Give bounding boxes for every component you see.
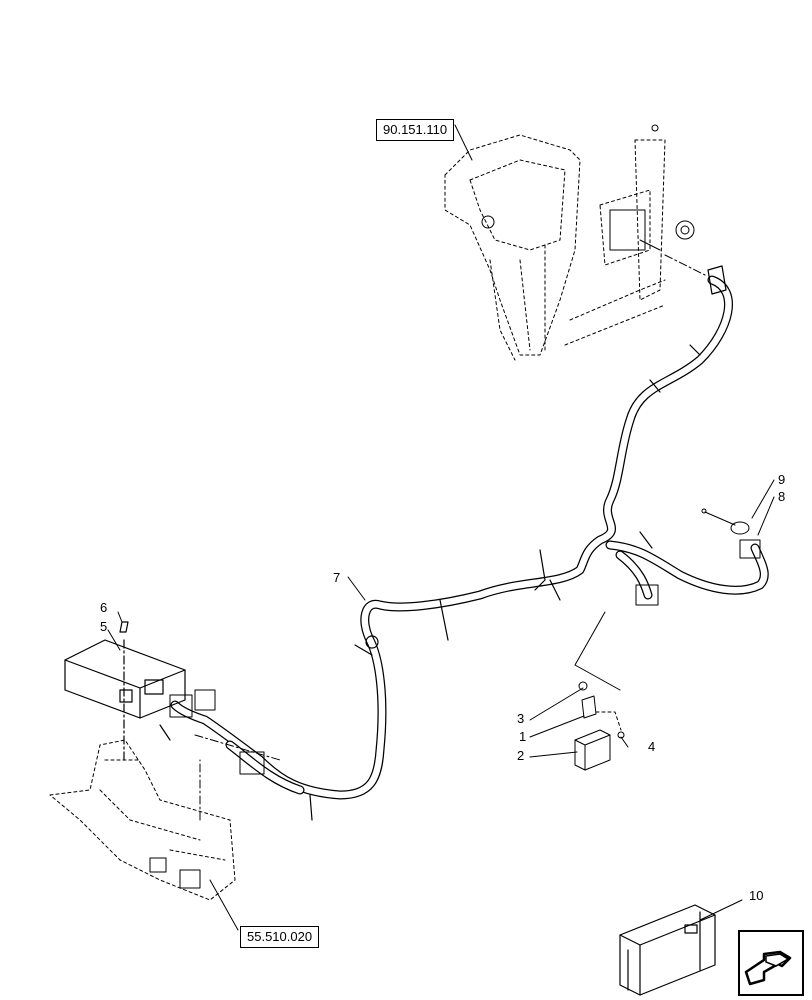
wiring-harness xyxy=(170,275,769,800)
relay-assembly xyxy=(574,611,625,771)
control-module xyxy=(64,621,186,761)
sensor-grommet xyxy=(701,508,750,535)
callout-2: 2 xyxy=(517,748,525,763)
callout-4: 4 xyxy=(648,739,656,754)
crate-icon xyxy=(619,904,716,996)
callout-3: 3 xyxy=(517,711,525,726)
harness-connectors xyxy=(169,539,761,775)
cab-post-assembly xyxy=(444,134,666,361)
reference-box-top[interactable]: 90.151.110 xyxy=(376,119,455,141)
callout-5: 5 xyxy=(100,619,108,634)
callout-8: 8 xyxy=(778,489,786,504)
arrow-next-page-icon xyxy=(744,950,792,986)
dash-dot-leader-bottom xyxy=(194,734,281,761)
column-connectors xyxy=(481,124,695,251)
harness-clips xyxy=(159,265,727,821)
callout-6: 6 xyxy=(100,600,108,615)
callout-leaders xyxy=(107,124,775,931)
bracket-connectors xyxy=(149,857,201,889)
callout-7: 7 xyxy=(333,570,341,585)
reference-box-bottom[interactable]: 55.510.020 xyxy=(240,926,320,948)
callout-10: 10 xyxy=(749,888,764,903)
next-page-button[interactable] xyxy=(738,930,804,996)
frame-bracket xyxy=(49,739,236,901)
callout-1: 1 xyxy=(519,729,527,744)
callout-9: 9 xyxy=(778,472,786,487)
dash-dot-leader-top xyxy=(664,254,706,276)
